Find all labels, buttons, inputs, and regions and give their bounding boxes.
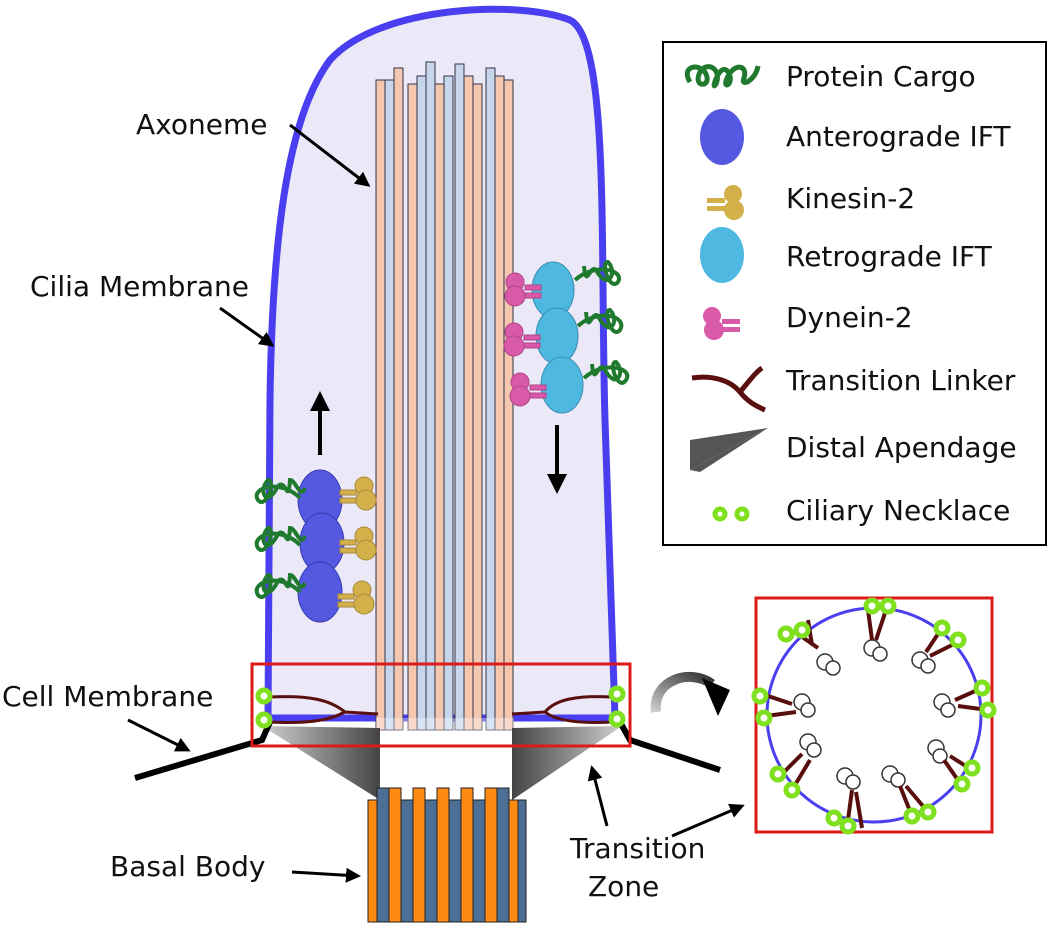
- legend: Protein Cargo Anterograde IFT Kinesin-2 …: [662, 41, 1047, 546]
- cell-membrane-label: Cell Membrane: [2, 680, 213, 713]
- transition-linker-left: [269, 695, 379, 724]
- retrograde-ift-train: [503, 259, 630, 414]
- transition-zone-inset: [751, 596, 997, 835]
- legend-label-protein-cargo: Protein Cargo: [786, 60, 976, 93]
- transition-zone-pointer: [587, 765, 609, 827]
- motor-icon: [707, 185, 744, 220]
- transition-linker-right: [511, 695, 613, 724]
- axoneme-label: Axoneme: [136, 108, 267, 141]
- motor-icon: [703, 307, 740, 340]
- ciliary-necklace: [255, 685, 626, 729]
- legend-label-transition-linker: Transition Linker: [785, 364, 1016, 397]
- coil-icon: [684, 64, 761, 89]
- transition-zone-label: Transition Zone: [569, 832, 714, 903]
- basal-body-label: Basal Body: [110, 850, 265, 883]
- transition-zone-box: [250, 662, 632, 748]
- axoneme-pointer: [289, 123, 371, 187]
- ellipse-icon: [700, 109, 744, 165]
- to-inset-curved-arrow: [650, 671, 715, 713]
- legend-label-dynein-2: Dynein-2: [786, 301, 913, 334]
- legend-label-anterograde-ift: Anterograde IFT: [786, 120, 1011, 153]
- cell-membrane-pointer: [127, 718, 191, 752]
- axoneme: [375, 61, 514, 788]
- wedge-icon: [690, 428, 768, 472]
- legend-label-retrograde-ift: Retrograde IFT: [786, 240, 993, 273]
- y-linker-icon: [691, 365, 767, 413]
- ellipse-icon: [700, 227, 744, 283]
- basal-body: [367, 787, 527, 923]
- anterograde-ift-train: [254, 469, 377, 623]
- inset-pointer: [671, 803, 745, 838]
- legend-label-ciliary-necklace: Ciliary Necklace: [786, 494, 1010, 527]
- distal-appendage-right: [512, 726, 622, 800]
- legend-label-kinesin-2: Kinesin-2: [786, 182, 915, 215]
- cilia-membrane-pointer: [219, 306, 275, 347]
- basal-body-pointer: [291, 867, 361, 883]
- cilia-membrane-label: Cilia Membrane: [30, 270, 249, 303]
- distal-appendage-left: [262, 726, 380, 800]
- ring-pair-icon: [712, 506, 750, 522]
- legend-label-distal-apendage: Distal Apendage: [786, 431, 1017, 464]
